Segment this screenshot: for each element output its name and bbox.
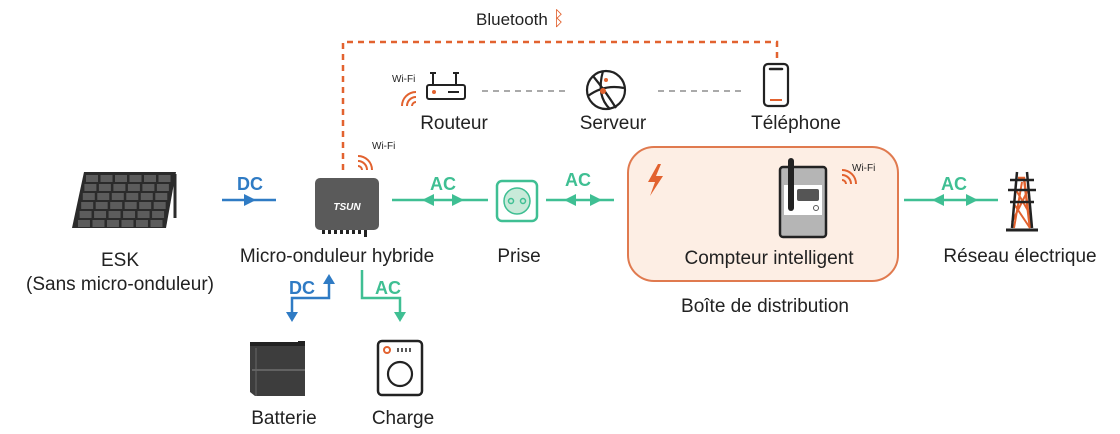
ac-link-inverter-load: [360, 270, 402, 318]
solar-cell: [115, 175, 127, 182]
arrow-down: [286, 312, 298, 322]
inverter-pin: [322, 230, 325, 234]
bluetooth-link: [341, 40, 779, 170]
solar-cell: [121, 220, 134, 227]
arrow-up: [323, 274, 335, 284]
socket-icon: [495, 179, 539, 223]
solar-cell: [113, 184, 126, 191]
arrow-down: [394, 312, 406, 322]
server-label: Serveur: [579, 113, 647, 134]
solar-cell: [144, 175, 156, 182]
solar-cell: [106, 220, 119, 227]
inverter-label: Micro-onduleur hybride: [239, 246, 435, 267]
distribution-box-label: Boîte de distribution: [681, 296, 849, 317]
solar-cell: [111, 193, 124, 200]
solar-cell: [153, 202, 166, 209]
smart-meter-icon: [778, 158, 828, 239]
ac-tag: AC: [565, 170, 591, 190]
router-icon: [426, 72, 466, 100]
dc-tag: DC: [289, 278, 315, 298]
ac-tag: AC: [430, 174, 456, 194]
router-wifi-label: Wi-Fi: [392, 74, 416, 85]
inverter-icon: TSUN: [315, 178, 379, 237]
solar-cell: [108, 211, 121, 218]
solar-cell: [158, 175, 171, 182]
plug-label: Prise: [497, 246, 541, 267]
load-label: Charge: [371, 408, 435, 429]
inverter-pin: [364, 230, 367, 237]
bluetooth-label: Bluetooth ᛒ: [476, 8, 565, 31]
solar-cell: [135, 220, 148, 227]
ac-link-plug-meter: [546, 194, 614, 206]
esk-label: ESK: [100, 250, 140, 271]
solar-cell: [137, 211, 150, 218]
solar-cell: [123, 211, 136, 218]
solar-cell: [152, 211, 165, 218]
battery-icon: [250, 341, 305, 396]
distribution-box: [627, 146, 899, 282]
inverter-wifi-label: Wi-Fi: [372, 141, 396, 152]
dc-link-esk-inverter: [222, 194, 276, 206]
solar-cell: [81, 202, 94, 209]
inverter-pin: [328, 230, 331, 234]
meter-label: Compteur intelligent: [684, 248, 854, 269]
inverter-pin: [334, 230, 337, 234]
ac-link-inverter-plug: [392, 194, 488, 206]
solar-cell: [126, 193, 139, 200]
meter-wifi-label: Wi-Fi: [852, 163, 876, 174]
solar-cell: [94, 211, 107, 218]
solar-cell: [82, 193, 95, 200]
solar-cell: [92, 220, 105, 227]
solar-cell: [127, 184, 140, 191]
dc-tag: DC: [237, 174, 263, 194]
solar-cell: [100, 175, 113, 182]
router-label: Routeur: [420, 113, 488, 134]
ac-tag: AC: [375, 278, 401, 298]
esk-sublabel: (Sans micro-onduleur): [26, 274, 214, 295]
solar-cell: [124, 202, 137, 209]
solar-panel-icon: [72, 172, 177, 228]
ac-link-meter-grid: [904, 194, 998, 206]
solar-cell: [98, 184, 111, 191]
lightning-icon: [648, 164, 663, 196]
solar-cell: [139, 202, 152, 209]
solar-cell: [84, 184, 97, 191]
solar-cell: [155, 193, 168, 200]
bluetooth-text: Bluetooth: [476, 10, 548, 29]
tsun-logo: TSUN: [333, 202, 361, 213]
solar-cell: [142, 184, 155, 191]
inverter-pin: [346, 230, 349, 234]
solar-cell: [97, 193, 110, 200]
globe-icon: [585, 69, 627, 111]
solar-cell: [150, 220, 163, 227]
solar-cell: [86, 175, 98, 182]
wifi-icon: [841, 169, 857, 185]
solar-cell: [77, 220, 90, 227]
bluetooth-icon: ᛒ: [552, 8, 565, 30]
ac-tag: AC: [941, 174, 967, 194]
solar-cell: [79, 211, 92, 218]
wifi-icon: [357, 155, 373, 171]
solar-cell: [140, 193, 153, 200]
phone-icon: [762, 62, 790, 108]
wifi-icon: [401, 91, 417, 107]
inverter-pin: [352, 230, 355, 234]
solar-cell: [129, 175, 142, 182]
dc-link-inverter-battery: [290, 282, 331, 318]
solar-cell: [110, 202, 123, 209]
power-tower-icon: [1006, 171, 1038, 232]
inverter-pin: [358, 230, 361, 234]
phone-label: Téléphone: [751, 113, 841, 134]
solar-cell: [95, 202, 108, 209]
battery-label: Batterie: [251, 408, 317, 429]
washing-machine-icon: [376, 339, 424, 397]
inverter-pin: [340, 230, 343, 234]
solar-cell: [156, 184, 169, 191]
grid-label: Réseau électrique: [943, 246, 1097, 267]
